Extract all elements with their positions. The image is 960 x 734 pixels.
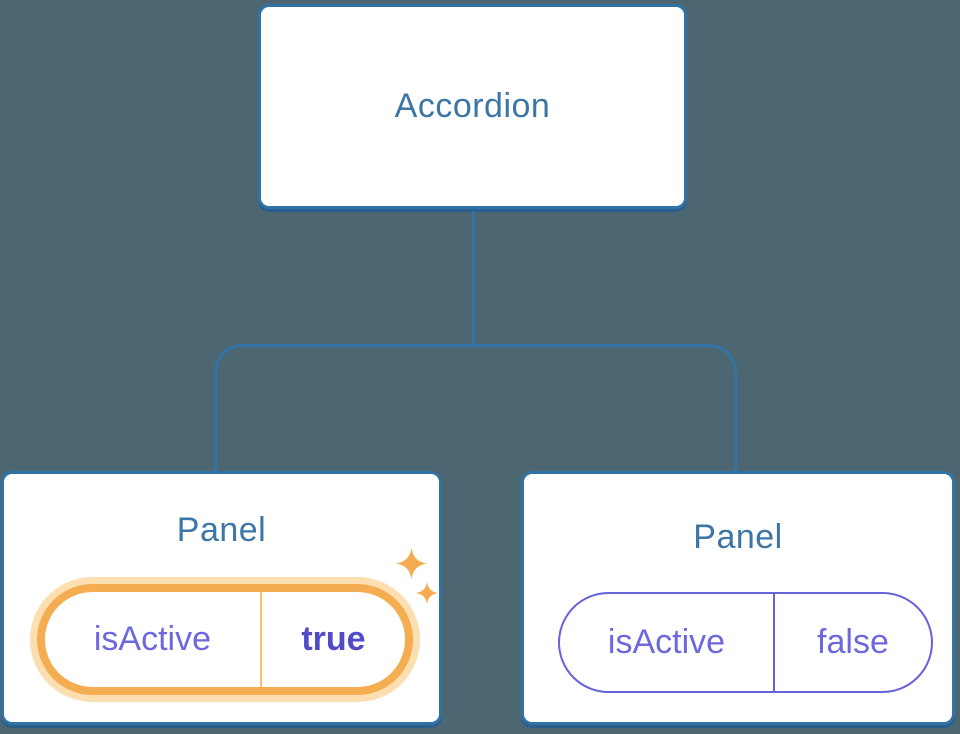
connector-stem (472, 211, 475, 345)
panel-node-active: Panel isActive true (1, 471, 442, 725)
prop-name-label: isActive (607, 623, 726, 661)
sparkle-icon-large (396, 548, 427, 579)
prop-value-label: true (259, 592, 405, 687)
prop-pill-active: isActive true (37, 584, 413, 695)
panel-node-inactive: Panel isActive false (521, 471, 955, 725)
accordion-node: Accordion (258, 4, 687, 209)
accordion-node-label: Accordion (394, 87, 551, 125)
prop-value-label: false (772, 594, 931, 691)
prop-pill-inactive: isActive false (558, 592, 933, 693)
panel-title: Panel (693, 518, 783, 556)
prop-name-label: isActive (93, 620, 212, 658)
panel-title: Panel (176, 511, 267, 549)
connector-branches (214, 344, 737, 471)
sparkle-icon-small (416, 582, 438, 604)
